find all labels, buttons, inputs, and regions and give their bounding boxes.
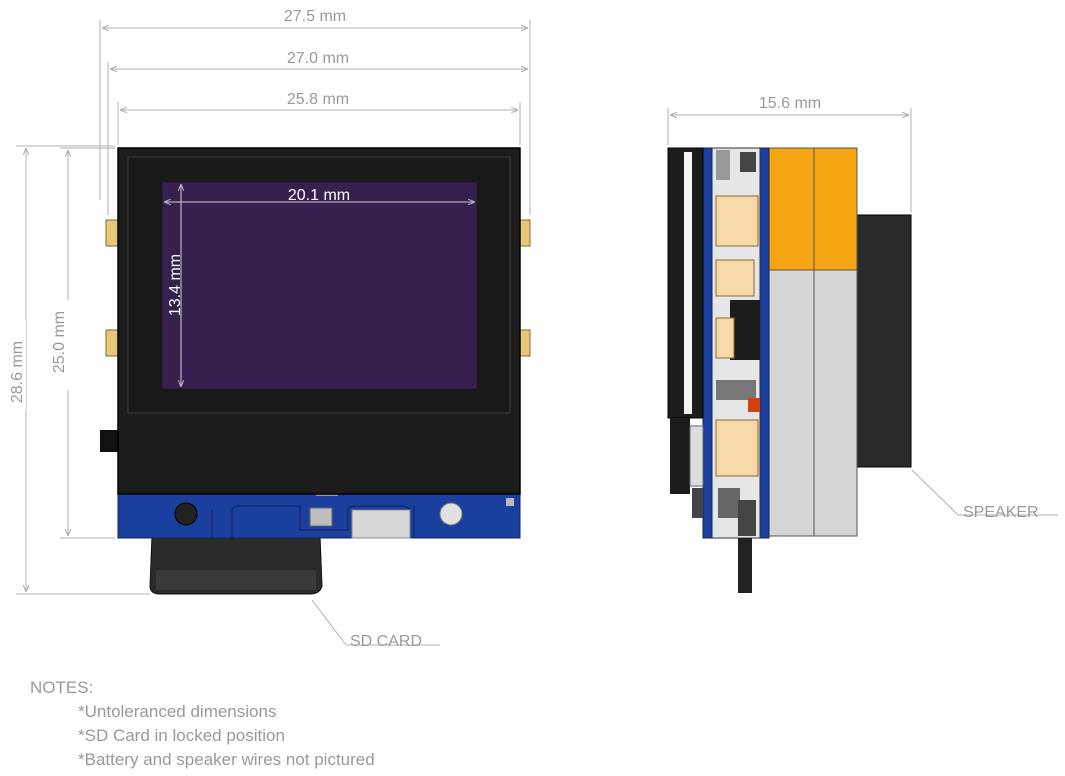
left-contact-bottom — [105, 329, 119, 357]
battery-bottom-left — [768, 269, 815, 537]
battery-top-right — [813, 147, 858, 271]
side-pcb-rear — [759, 147, 770, 539]
front-dimensions: 27.5 mm 27.0 mm 25.8 mm 28.6 mm 25.0 mm … — [6, 6, 531, 650]
dim-body-height: 25.0 mm — [51, 311, 68, 373]
notes: NOTES: *Untoleranced dimensions *SD Card… — [30, 676, 375, 772]
side-pcb-front — [702, 147, 713, 539]
mount-hole-right — [439, 502, 463, 526]
side-view — [667, 147, 912, 593]
dim-display-height: 13.4 mm — [167, 254, 184, 316]
pcb-slot — [351, 509, 411, 539]
pcb-led — [506, 498, 514, 506]
speaker — [855, 214, 912, 468]
mount-hole-left — [174, 502, 198, 526]
battery-bottom-right — [813, 269, 858, 537]
dim-depth: 15.6 mm — [759, 95, 821, 112]
side-cable — [738, 538, 752, 593]
callout-speaker: SPEAKER — [963, 504, 1039, 521]
sd-card-label-area — [156, 570, 316, 590]
side-switch — [100, 430, 118, 452]
left-contact-top — [105, 219, 119, 247]
callout-sd-card: SD CARD — [350, 633, 422, 650]
display-screen — [161, 181, 478, 390]
side-dimensions: 15.6 mm SPEAKER — [667, 92, 1058, 521]
note-item: *Untoleranced dimensions — [78, 702, 277, 721]
note-item: *Battery and speaker wires not pictured — [78, 750, 375, 769]
dim-pcb-width: 25.8 mm — [287, 91, 349, 108]
note-item: *SD Card in locked position — [78, 726, 285, 745]
dim-body-width: 27.0 mm — [287, 50, 349, 67]
notes-title: NOTES: — [30, 678, 94, 697]
dim-overall-width: 27.5 mm — [284, 8, 346, 25]
front-view — [100, 147, 531, 595]
pcb-button — [309, 507, 333, 527]
dim-overall-height: 28.6 mm — [9, 341, 26, 403]
battery-top-left — [768, 147, 815, 271]
dim-display-width: 20.1 mm — [288, 187, 350, 204]
